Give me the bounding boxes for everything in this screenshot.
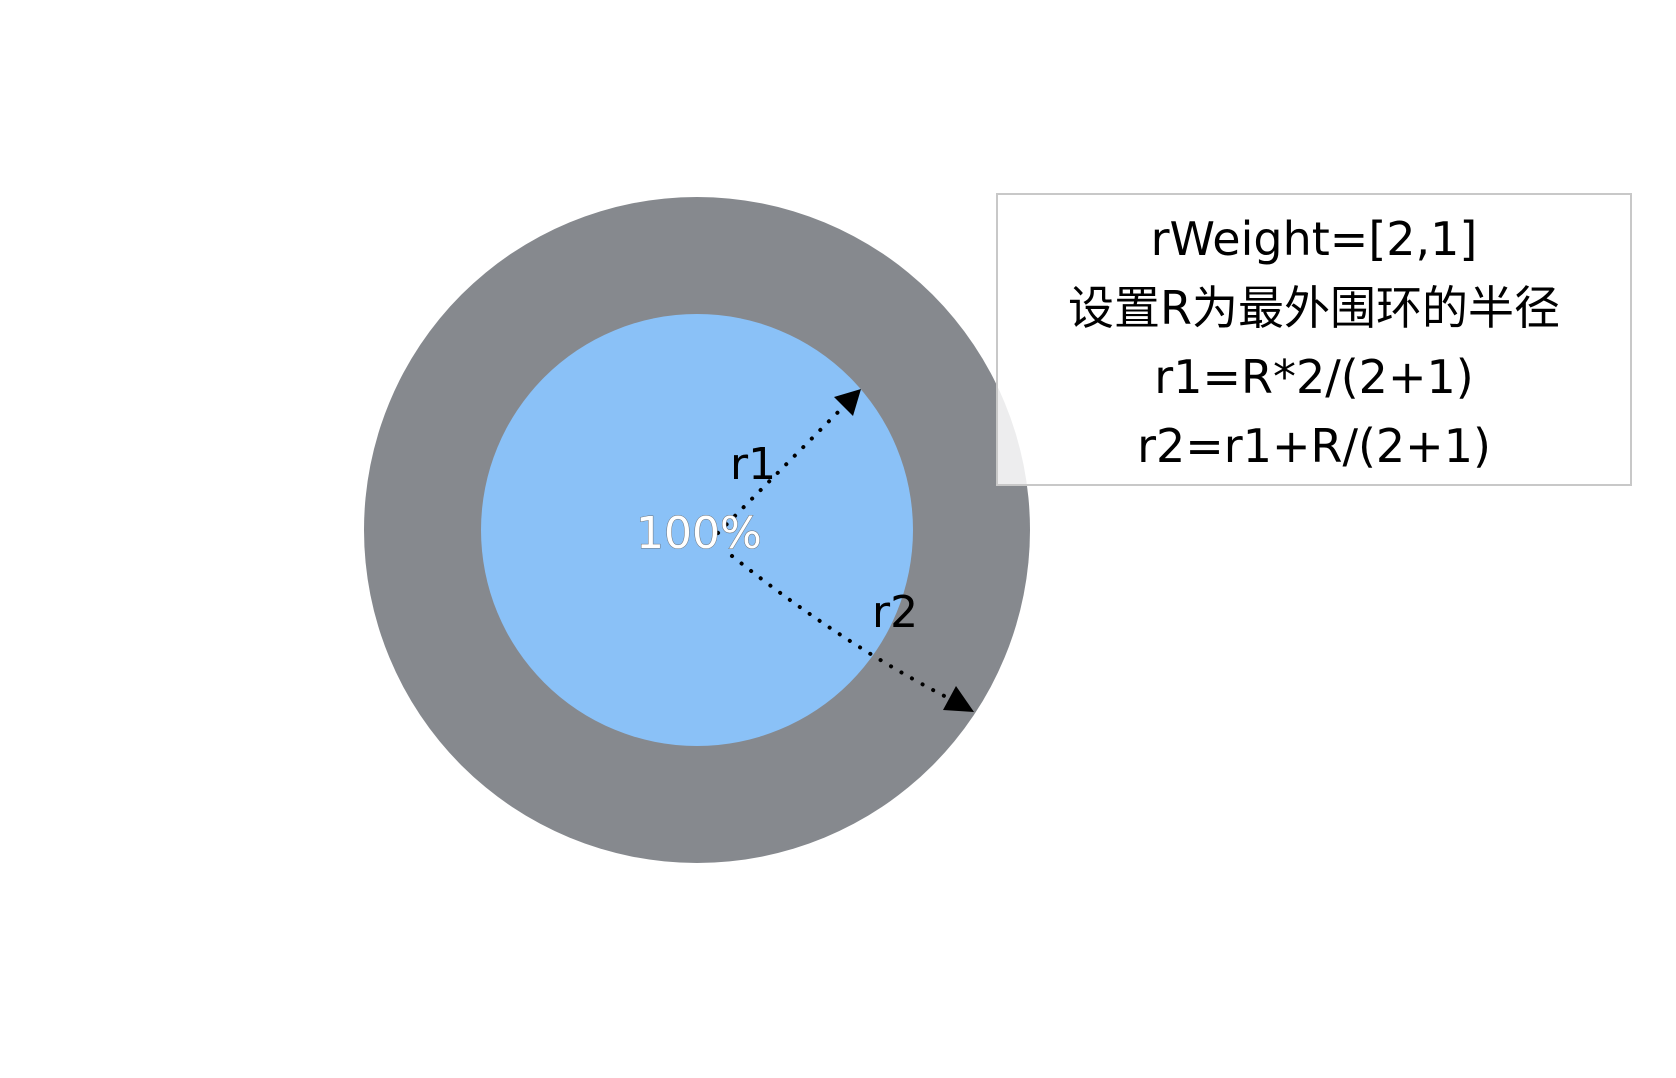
r1-label: r1 [730,439,776,490]
formula-line-r1: r1=R*2/(2+1) [1154,350,1473,404]
formula-line-definition: 设置R为最外围环的半径 [1068,281,1560,335]
formula-line-r2: r2=r1+R/(2+1) [1137,419,1491,473]
formula-box [996,193,1632,486]
r2-arrow [730,554,970,710]
r2-label: r2 [872,587,918,638]
r1-arrow [716,391,859,535]
r1-arrowhead [834,389,861,416]
inner-circle [481,314,913,746]
center-percentage-label: 100% [636,508,762,559]
r2-arrowhead [943,686,974,712]
formula-line-weight: rWeight=[2,1] [1151,212,1478,266]
